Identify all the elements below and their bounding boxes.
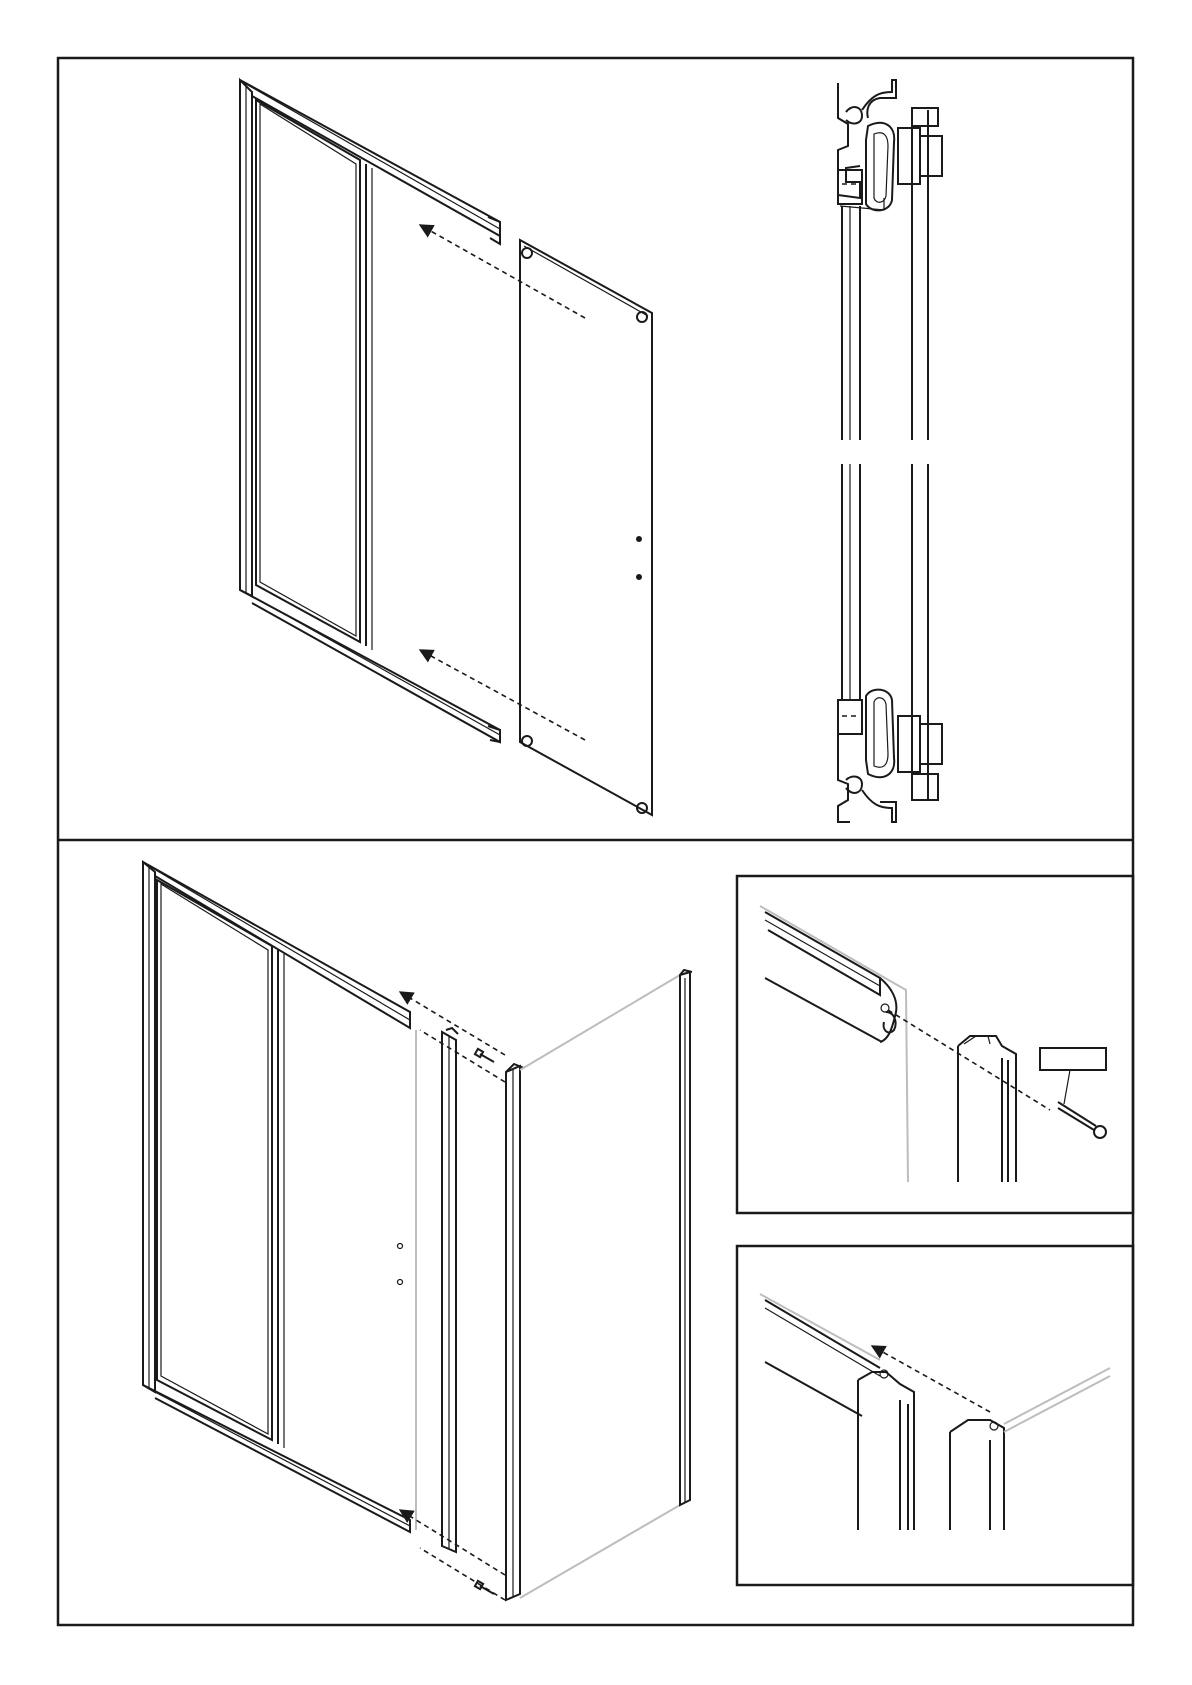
detail-profile-insert xyxy=(760,1294,1110,1530)
screw-bottom xyxy=(475,1581,494,1594)
screw-icon xyxy=(1058,1102,1106,1138)
door-frame-assembly xyxy=(240,80,500,742)
roller-top-right xyxy=(637,312,647,322)
detail-box-insert xyxy=(737,1246,1133,1585)
handle-hole-upper xyxy=(636,536,642,542)
handle-hole-lower xyxy=(398,1280,403,1285)
roller-top-left xyxy=(522,248,532,258)
detail-screw-fixing xyxy=(760,906,1106,1182)
arrow-slide-bottom xyxy=(420,650,585,740)
insert-arrows-top xyxy=(420,225,585,740)
screw-label-box xyxy=(1040,1048,1106,1070)
roller-bottom-left xyxy=(522,736,532,746)
screw-top xyxy=(475,1049,494,1062)
handle-hole-lower xyxy=(636,574,642,580)
handle-hole-upper xyxy=(398,1244,403,1249)
track-profile-section xyxy=(838,80,942,822)
arrow-insert-detail xyxy=(872,1346,990,1412)
page-frame xyxy=(58,58,1133,1625)
enclosure-assembly xyxy=(143,862,692,1600)
arrow-slide-top xyxy=(420,225,585,318)
sliding-door-glass xyxy=(520,240,652,815)
